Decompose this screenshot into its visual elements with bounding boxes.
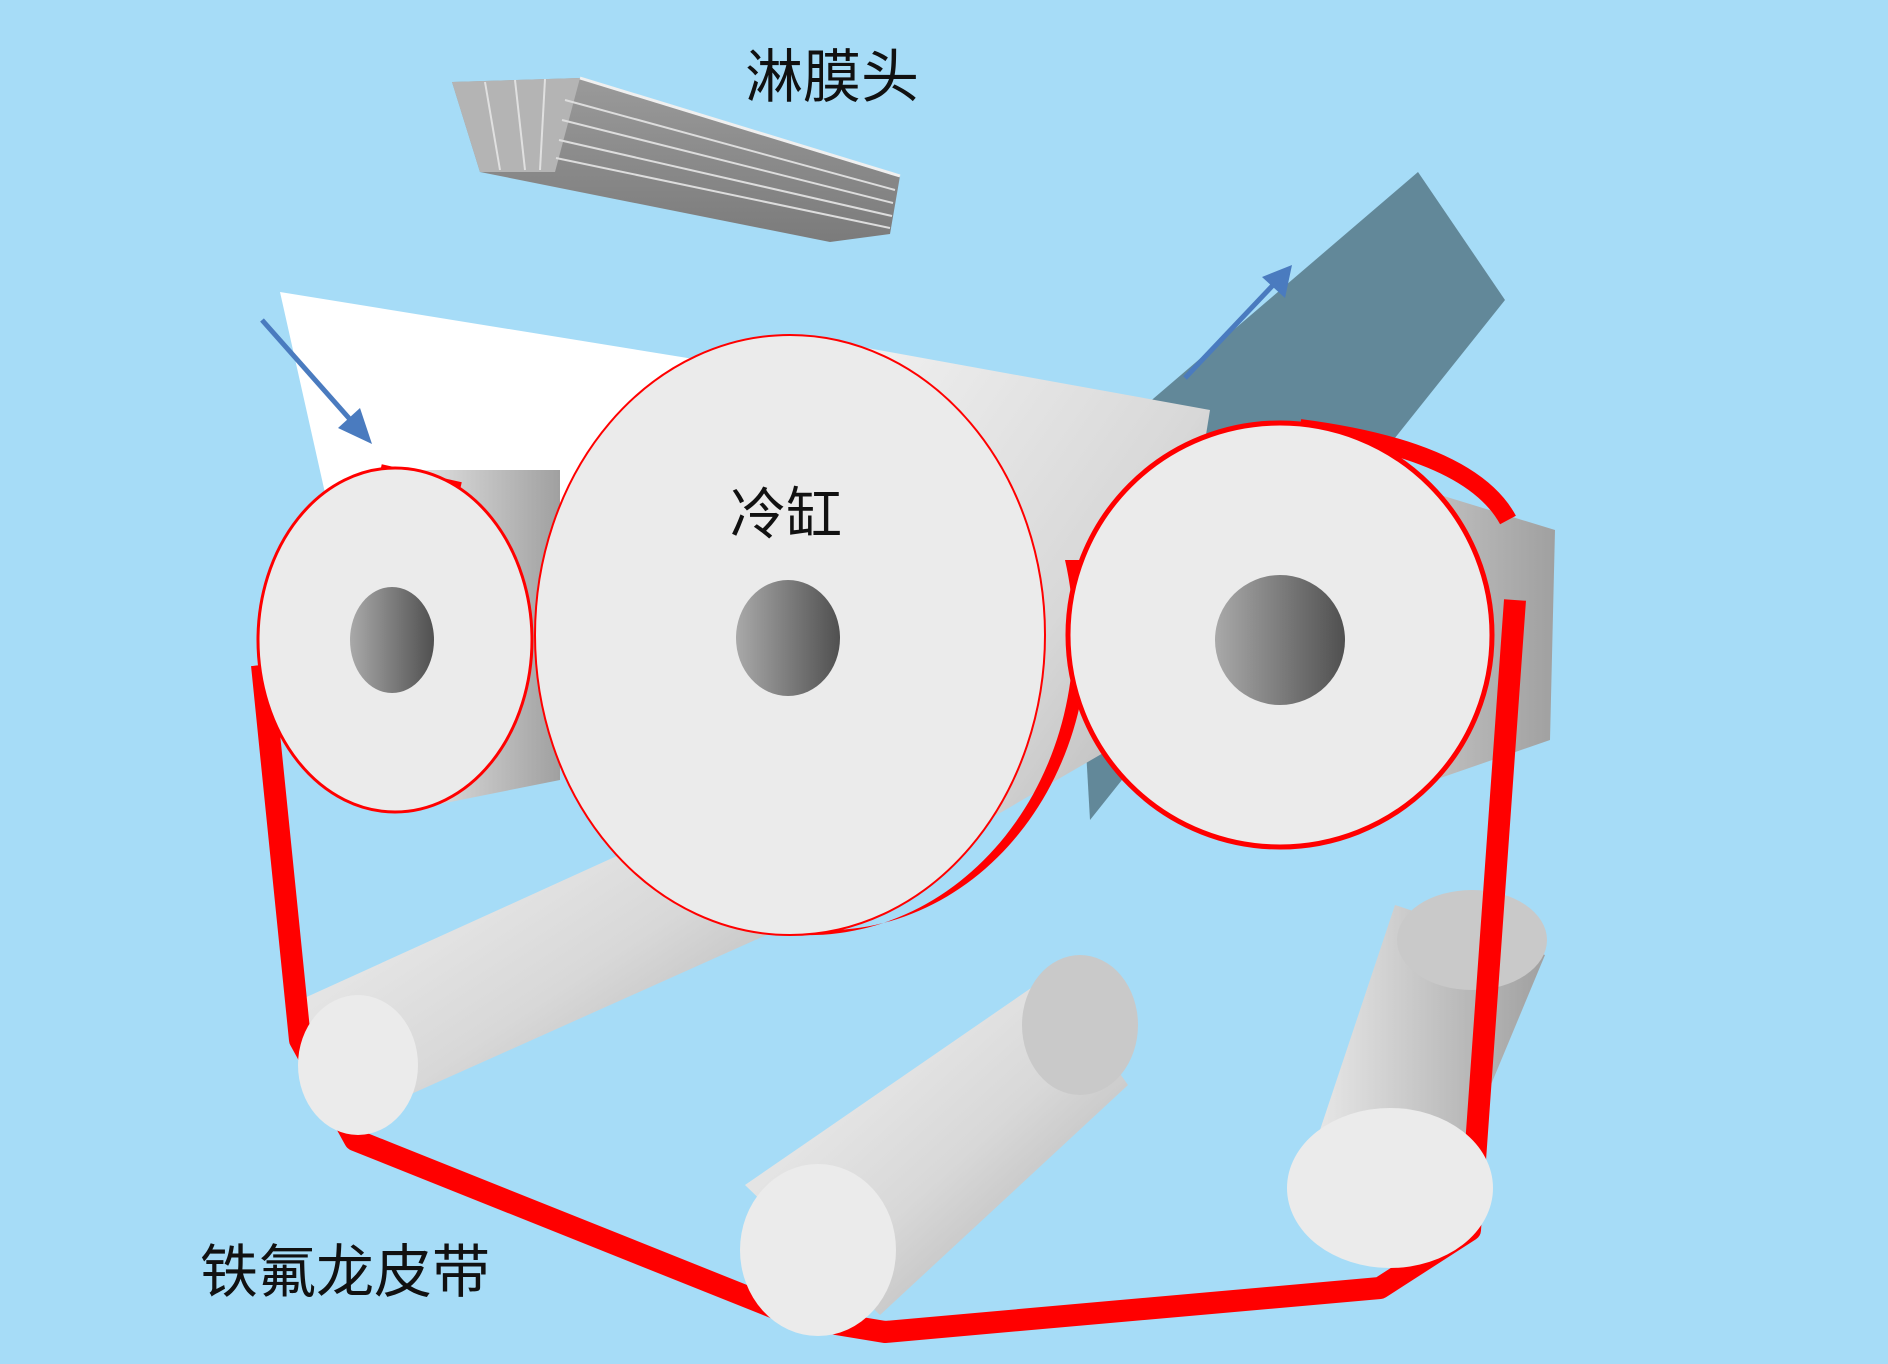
chill-roll-label: 冷缸 [730, 483, 842, 548]
left-roll-hub [350, 587, 434, 693]
arrow-up-right-icon [1183, 265, 1292, 380]
right-roll [1065, 420, 1495, 850]
right-roll-hub [1215, 575, 1345, 705]
arrow-down-right-icon [260, 318, 372, 444]
ptfe-belt-label: 铁氟龙皮带 [200, 1238, 491, 1306]
lower-left-roller-face [298, 995, 418, 1135]
lower-middle-roller-face [740, 1164, 896, 1336]
coating-head-label: 淋膜头 [745, 43, 920, 111]
chill-roll [534, 334, 1088, 936]
left-roll [256, 466, 534, 814]
chill-roll-hub [736, 580, 840, 696]
lower-right-roller-face [1287, 1108, 1493, 1268]
coating-head [452, 76, 901, 242]
